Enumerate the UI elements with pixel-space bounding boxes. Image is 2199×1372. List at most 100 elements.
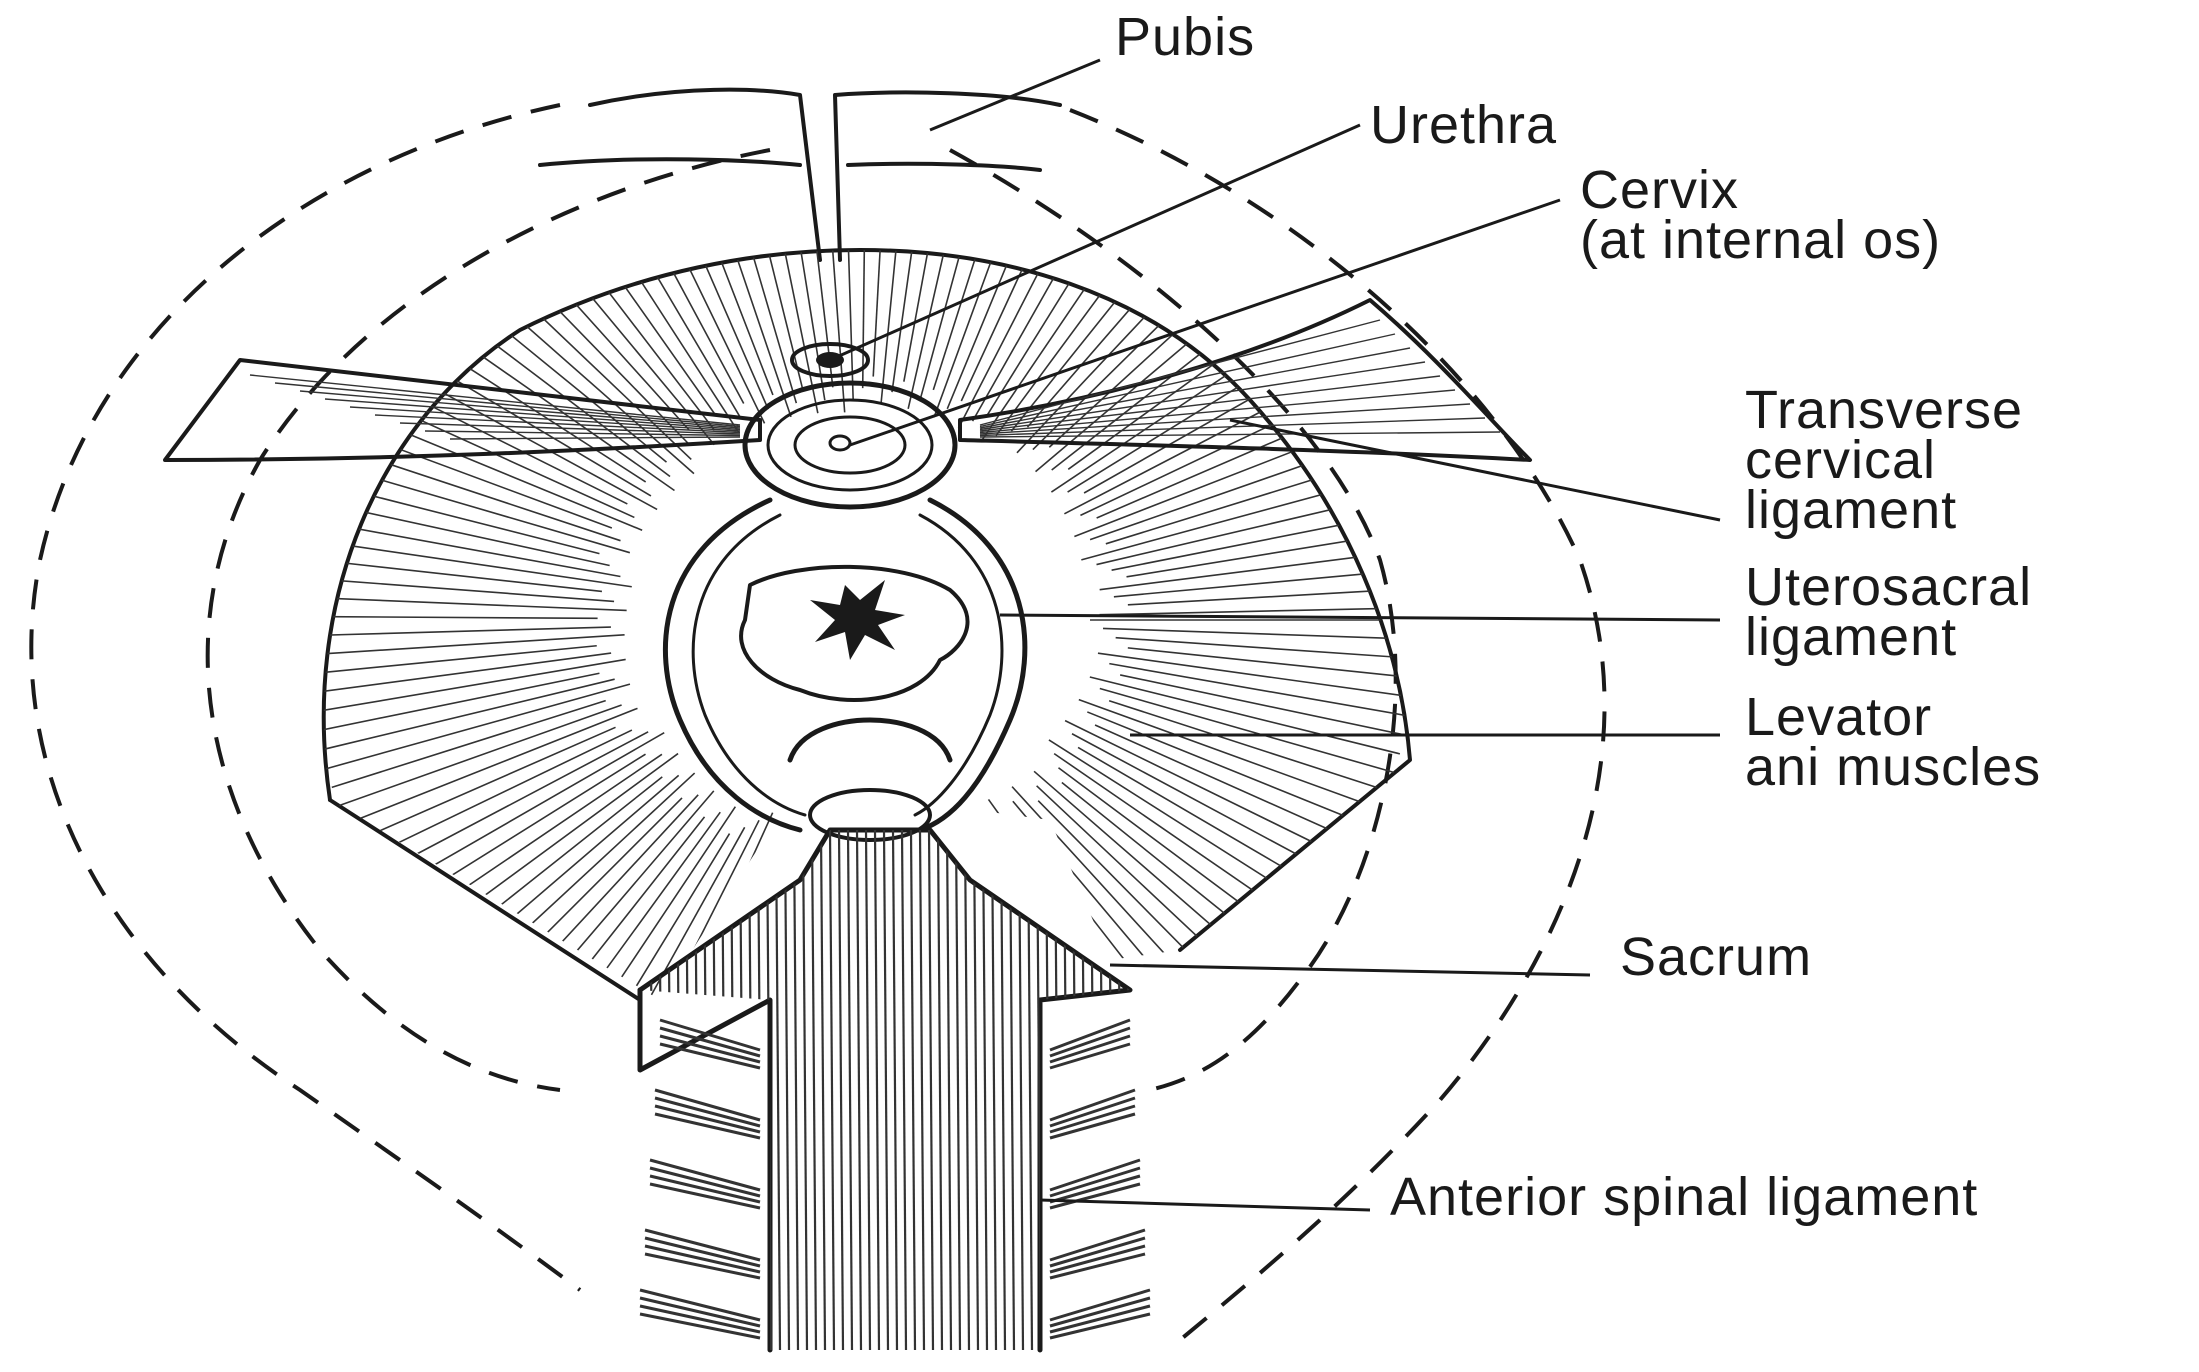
label-levator-line1: Levator	[1745, 687, 1932, 747]
label-sacrum: Sacrum	[1620, 927, 1812, 987]
hatch-line	[1049, 1288, 1151, 1322]
label-transverse-line2: cervical	[1745, 430, 1936, 490]
hatch-line	[933, 250, 1036, 418]
labels: Pubis Urethra Cervix (at internal os) Tr…	[1115, 7, 2041, 1227]
hatch-line	[979, 417, 1486, 437]
leader-lines	[829, 58, 1721, 1212]
hatch-line	[376, 731, 649, 876]
hatch-line	[459, 266, 695, 475]
hatch-line	[644, 1228, 761, 1262]
hatch-line	[779, 250, 826, 401]
hatch-line	[1017, 830, 1025, 1350]
hatch-line	[323, 652, 612, 695]
label-transverse-line1: Transverse	[1745, 380, 2023, 440]
hatch-line	[1049, 1104, 1136, 1134]
label-transverse-line3: ligament	[1745, 480, 1957, 540]
hatch-line	[919, 250, 995, 400]
hatch-line	[971, 250, 1115, 422]
hatch-line	[639, 1312, 761, 1340]
label-urethra: Urethra	[1370, 95, 1557, 155]
hatch-line	[1125, 830, 1130, 1350]
hatch-line	[339, 704, 622, 807]
hatch-line	[649, 1158, 761, 1192]
hatch-line	[972, 830, 980, 1350]
hatch-line	[900, 830, 908, 1350]
hatch-line	[1064, 719, 1353, 862]
label-uterosacral-line1: Uterosacral	[1745, 557, 2032, 617]
hatch-line	[979, 431, 1501, 438]
label-anterior-spinal: Anterior spinal ligament	[1390, 1167, 1978, 1227]
hatch-line	[918, 830, 926, 1350]
hatch-line	[675, 830, 683, 1350]
hatch-line	[716, 250, 798, 404]
hatch-line	[1074, 419, 1375, 538]
hatch-line	[635, 250, 766, 424]
hatch-line	[1097, 652, 1410, 698]
hatch-line	[855, 830, 863, 1350]
hatch-line	[1115, 636, 1410, 660]
hatch-line	[649, 1166, 761, 1198]
hatch-line	[649, 1174, 761, 1204]
hatch-line	[1049, 1166, 1141, 1198]
hatch-line	[872, 250, 889, 377]
hatch-line	[1089, 676, 1401, 755]
uterosacral-ligament	[663, 497, 1028, 833]
hatch-line	[1049, 1304, 1151, 1334]
hatch-line	[738, 830, 746, 1350]
hatch-line	[702, 830, 710, 1350]
hatch-line	[1087, 711, 1372, 828]
hatch-line	[1119, 674, 1406, 736]
leader-transverse	[1229, 418, 1721, 522]
label-levator-line2: ani muscles	[1745, 737, 2041, 797]
hatch-line	[644, 1236, 761, 1268]
hatch-line	[323, 634, 625, 656]
hatch-line	[424, 430, 741, 437]
hatch-line	[979, 403, 1471, 435]
hatch-line	[1049, 1174, 1141, 1204]
hatch-line	[1053, 752, 1306, 927]
hatch-line	[249, 374, 741, 426]
hatch-line	[979, 389, 1456, 434]
hatch-line	[1049, 1228, 1146, 1262]
hatch-line	[954, 830, 962, 1350]
label-cervix-line1: Cervix	[1580, 160, 1739, 220]
hatch-line	[323, 626, 611, 637]
hatch-line	[1049, 1312, 1151, 1340]
leader-anterior-spinal	[1039, 1198, 1371, 1212]
hatch-line	[737, 250, 804, 390]
hatch-line	[654, 1112, 761, 1140]
hatch-line	[774, 830, 782, 1350]
hatch-line	[327, 463, 631, 554]
hatch-line	[1107, 830, 1115, 1350]
rectum	[739, 564, 970, 702]
hatch-line	[659, 1026, 761, 1058]
hatch-line	[927, 830, 935, 1350]
hatch-line	[979, 319, 1381, 426]
hatch-line	[323, 519, 621, 578]
hatch-line	[1049, 1236, 1146, 1268]
hatch-line	[541, 250, 716, 431]
hatch-line	[1049, 1018, 1131, 1052]
hatch-line	[987, 798, 1165, 1000]
hatch-line	[449, 436, 741, 440]
hatch-line	[980, 250, 1153, 442]
hatch-line	[1096, 492, 1403, 566]
hatch-line	[979, 361, 1426, 431]
hatch-line	[324, 398, 741, 431]
label-pubis: Pubis	[1115, 7, 1255, 67]
hatch-line	[615, 250, 745, 404]
hatch-line	[654, 1088, 761, 1122]
hatch-line	[644, 1244, 761, 1274]
hatch-line	[864, 830, 872, 1350]
hatch-line	[349, 406, 741, 432]
hatch-line	[366, 729, 633, 859]
hatch-line	[644, 1252, 761, 1280]
hatch-line	[880, 250, 910, 404]
hatch-line	[837, 830, 845, 1350]
hatch-line	[1094, 724, 1362, 845]
hatch-line	[822, 250, 846, 413]
hatch-line	[399, 753, 646, 909]
hatch-line	[684, 830, 692, 1350]
hatch-line	[350, 409, 643, 531]
